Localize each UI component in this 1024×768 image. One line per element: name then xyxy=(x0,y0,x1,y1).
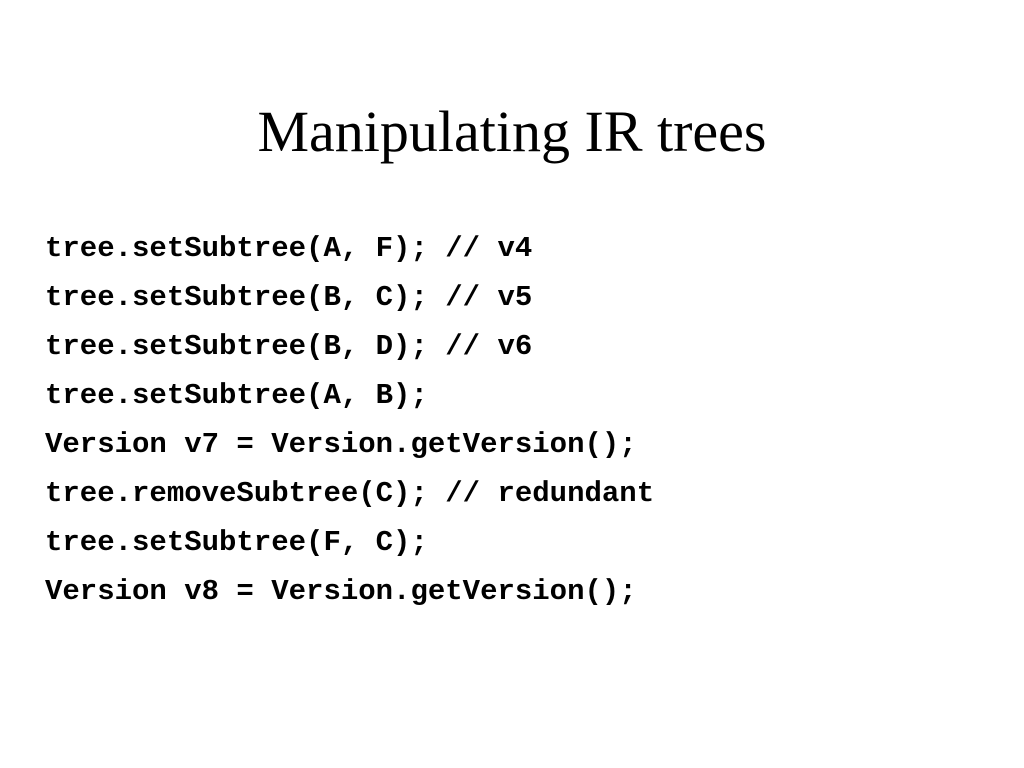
code-line: Version v7 = Version.getVersion(); xyxy=(45,428,637,461)
code-line: tree.setSubtree(B, C); // v5 xyxy=(45,281,533,314)
code-line: tree.setSubtree(B, D); // v6 xyxy=(45,330,533,363)
code-line: Version v8 = Version.getVersion(); xyxy=(45,575,637,608)
code-block: tree.setSubtree(A, F); // v4 tree.setSub… xyxy=(45,224,985,616)
code-line: tree.setSubtree(F, C); xyxy=(45,526,428,559)
code-line: tree.setSubtree(A, F); // v4 xyxy=(45,232,533,265)
slide-title: Manipulating IR trees xyxy=(257,99,767,164)
code-line: tree.setSubtree(A, B); xyxy=(45,379,428,412)
code-line: tree.removeSubtree(C); // redundant xyxy=(45,477,655,510)
